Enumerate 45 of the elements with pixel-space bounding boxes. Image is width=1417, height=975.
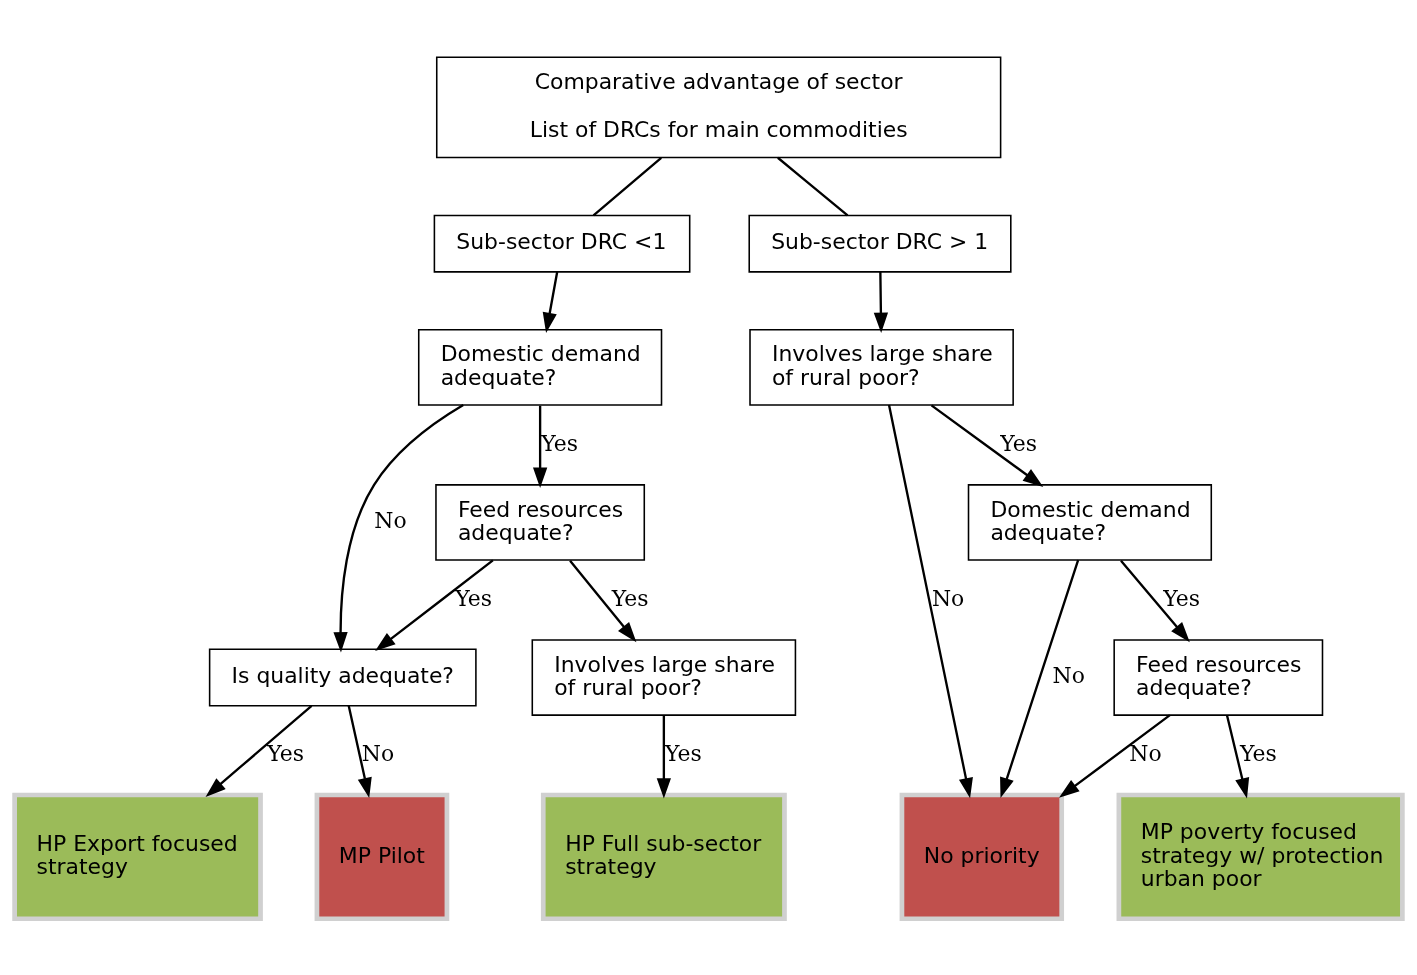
edge-label: No	[1129, 740, 1162, 766]
edge-label: Yes	[665, 740, 702, 766]
edge-label: Yes	[1163, 585, 1200, 611]
node-box: HP Export focused strategy	[12, 792, 263, 921]
node-box: Comparative advantage of sector List of DRCs for main commodities	[435, 56, 1002, 158]
arrow	[1059, 713, 1171, 798]
node-box: No priority	[899, 792, 1065, 921]
edge-label: Yes	[455, 585, 492, 611]
edge-label: No	[361, 740, 395, 766]
connector	[592, 156, 662, 216]
arrow	[887, 404, 973, 798]
edge-label: Yes	[611, 585, 649, 611]
node-box: Feed resources adequate?	[435, 483, 646, 561]
edge-label: Yes	[541, 430, 579, 456]
edge-label: Yes	[267, 740, 304, 766]
arrow	[1120, 559, 1190, 642]
arrow	[542, 271, 559, 333]
node-box: Domestic demand adequate?	[417, 328, 663, 406]
node-box: HP Full sub-sector strategy	[540, 792, 787, 921]
node-box: MP Pilot	[314, 792, 450, 921]
arrow	[930, 403, 1044, 487]
edge-label: No	[931, 585, 965, 611]
node-box: Is quality adequate?	[208, 648, 477, 706]
node-box: Feed resources adequate?	[1113, 638, 1324, 716]
arrow	[569, 559, 637, 642]
connector	[777, 156, 849, 216]
node-box: Sub-sector DRC <1	[433, 214, 691, 273]
edge-label: No	[374, 507, 407, 533]
node-box: Involves large share of rural poor?	[749, 328, 1014, 406]
node-box: Involves large share of rural poor?	[531, 638, 797, 716]
edge-label: Yes	[1000, 430, 1038, 456]
node-box: MP poverty focused strategy w/ protection urban poor	[1116, 792, 1405, 921]
edge-label: No	[1052, 662, 1085, 688]
arrow	[533, 405, 548, 488]
arrow	[347, 705, 372, 798]
edge-label: Yes	[1239, 740, 1277, 766]
arrow	[1225, 714, 1250, 798]
arrow	[1000, 559, 1080, 798]
arrow	[205, 704, 313, 797]
arrow	[656, 714, 671, 799]
arrow	[873, 271, 889, 333]
node-box: Sub-sector DRC > 1	[748, 214, 1012, 273]
arrow	[333, 403, 464, 653]
arrow	[375, 558, 494, 651]
node-box: Domestic demand adequate?	[967, 483, 1213, 561]
